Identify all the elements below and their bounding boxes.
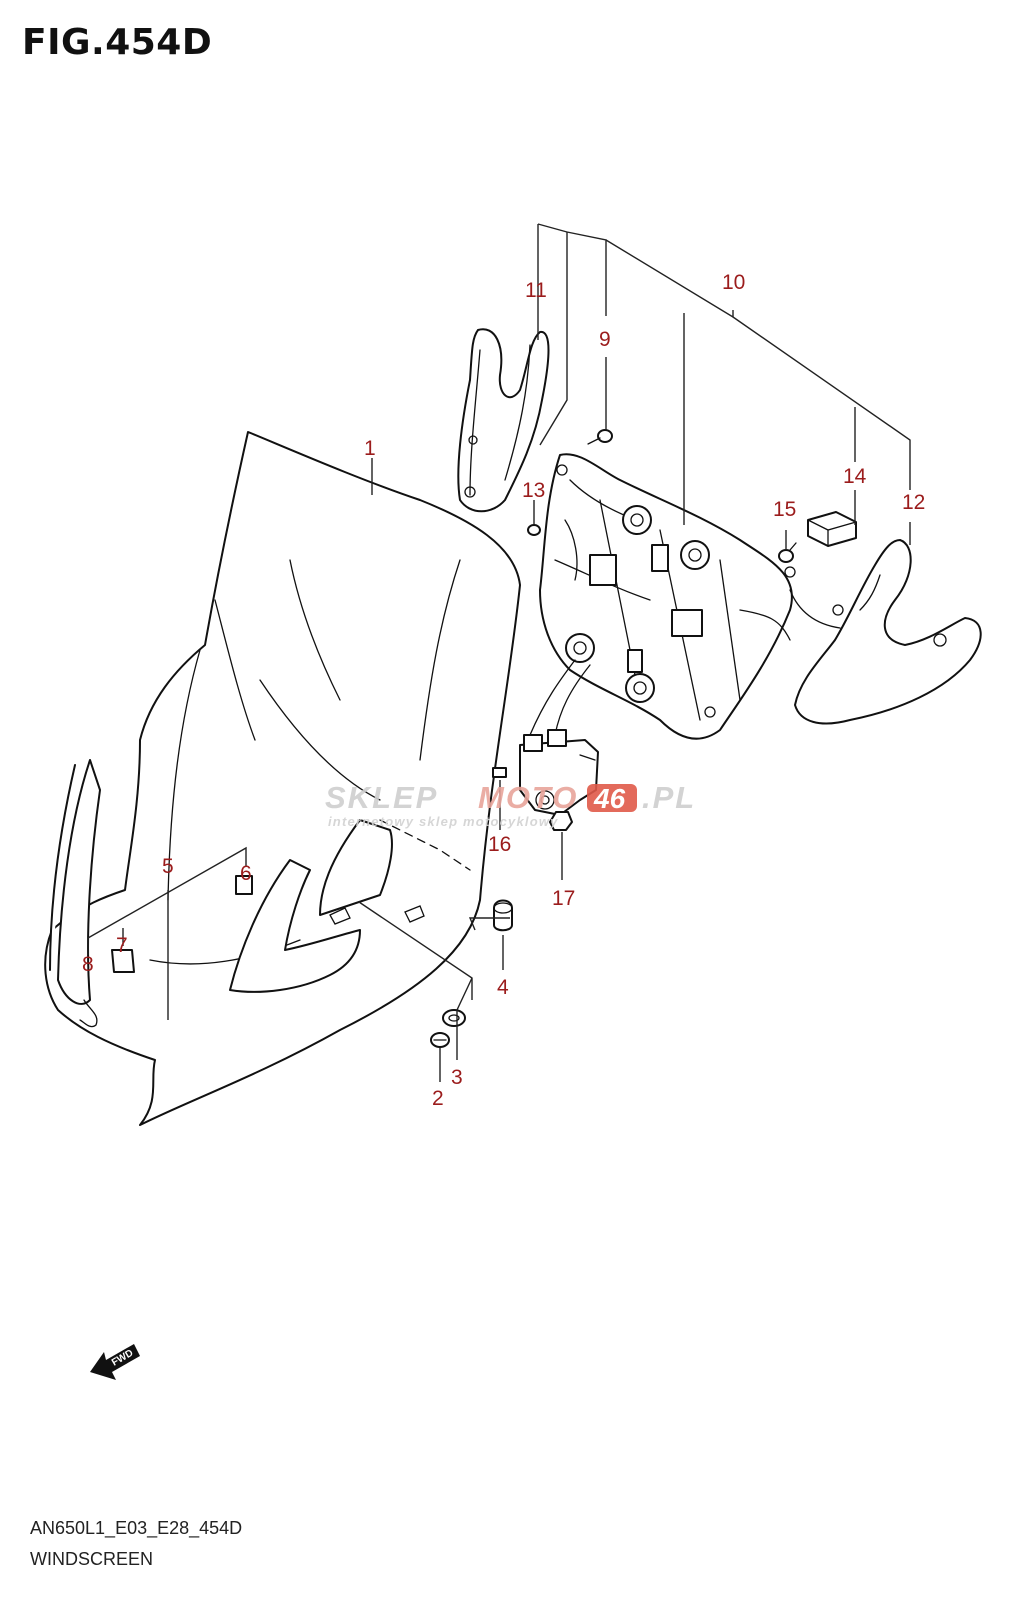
callout-3: 3 (451, 1066, 463, 1089)
leader-lines (87, 223, 911, 1082)
callout-9: 9 (599, 328, 611, 351)
watermark-logo: SKLEP MOTO 46 .PL internetowy sklep moto… (325, 780, 696, 829)
watermark-brand-b: MOTO (478, 780, 578, 815)
screw-15-part[interactable] (778, 542, 797, 563)
grommet-part[interactable] (493, 899, 513, 932)
section-name: WINDSCREEN (30, 1549, 154, 1569)
callout-5: 5 (162, 855, 174, 878)
frame-bracket-assembly[interactable] (539, 453, 796, 740)
bracket-part[interactable] (457, 328, 550, 513)
screw-part[interactable] (430, 1032, 450, 1048)
screw-13-part[interactable] (527, 524, 541, 536)
watermark-brand-c: 46 (593, 783, 626, 814)
callout-13: 13 (522, 479, 545, 502)
callout-12: 12 (902, 491, 925, 514)
watermark-brand-d: .PL (642, 780, 696, 815)
callout-7: 7 (116, 934, 128, 957)
callout-17: 17 (552, 887, 575, 910)
screw-9-part[interactable] (587, 429, 613, 445)
nut-17-part[interactable] (549, 811, 573, 831)
fwd-arrow-icon: FWD (90, 1344, 140, 1380)
callout-10: 10 (722, 271, 745, 294)
watermark-brand-a: SKLEP (325, 780, 438, 815)
callout-4: 4 (497, 976, 509, 999)
callout-16: 16 (488, 833, 511, 856)
callout-14: 14 (843, 465, 867, 488)
callout-8: 8 (82, 953, 94, 976)
model-code: AN650L1_E03_E28_454D (30, 1518, 243, 1538)
callout-labels: 1 2 3 4 5 6 7 8 9 10 11 12 13 14 15 16 1… (82, 271, 925, 1110)
callout-11: 11 (525, 279, 547, 302)
watermark-tagline: internetowy sklep motocyklowy (328, 814, 559, 829)
callout-6: 6 (240, 862, 252, 885)
figure-title: FIG.454D (22, 22, 213, 63)
callout-1: 1 (364, 437, 376, 460)
cushion-part[interactable] (807, 511, 857, 547)
windscreen-part[interactable] (44, 431, 521, 1126)
actuator-motor-part[interactable] (492, 659, 599, 816)
side-bracket-part[interactable] (789, 539, 982, 725)
washer-part[interactable] (442, 1009, 466, 1027)
callout-15: 15 (773, 498, 796, 521)
callout-2: 2 (432, 1087, 444, 1110)
